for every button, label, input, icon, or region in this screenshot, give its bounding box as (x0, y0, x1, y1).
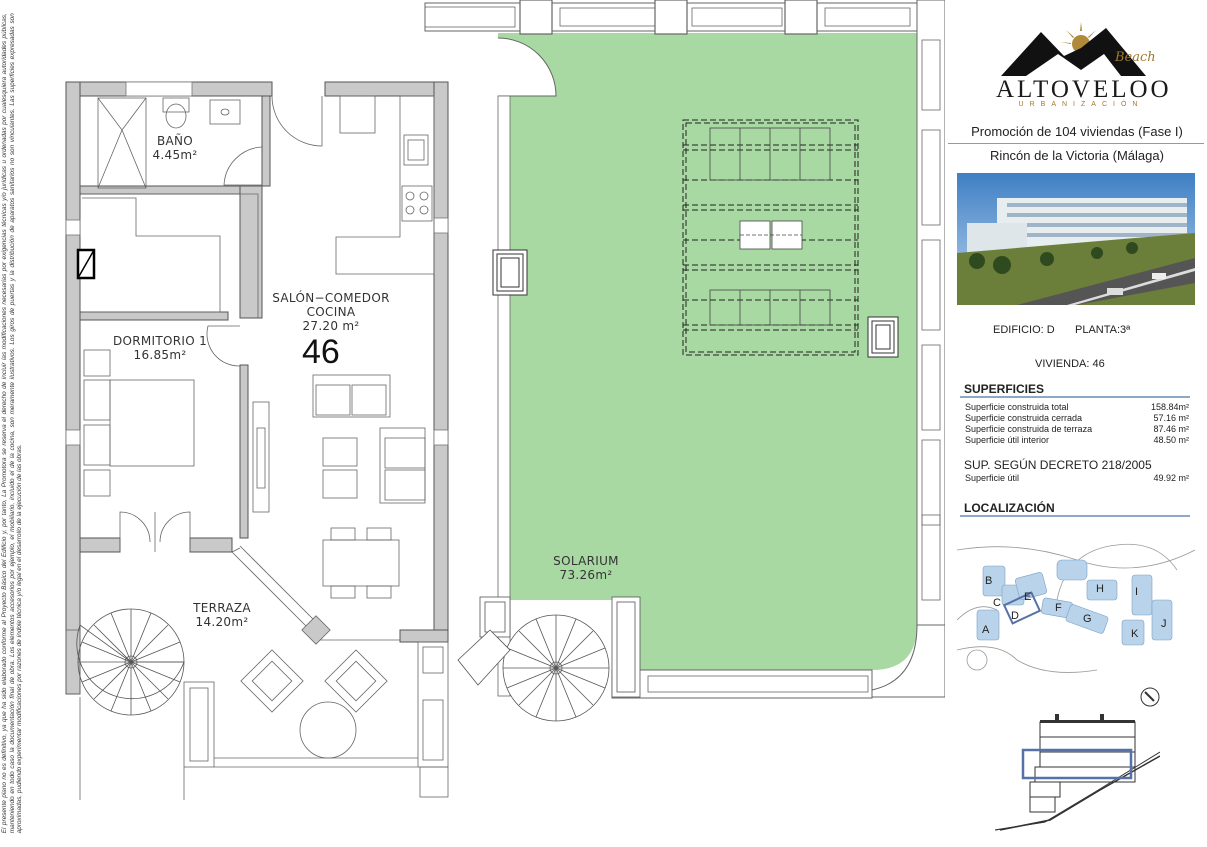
superficie-row: Superficie construida de terraza 87.46 m² (965, 424, 1189, 434)
room-name-bano: BAÑO (156, 134, 194, 148)
superficie-value: 48.50 m² (1153, 435, 1189, 445)
room-area-solarium: 73.26m² (559, 568, 613, 582)
superficies-title: SUPERFICIES (964, 382, 1045, 396)
map-block-label: I (1135, 586, 1139, 598)
superficie-row: Superficie útil interior 48.50 m² (965, 435, 1189, 445)
room-name-terraza: TERRAZA (193, 601, 251, 615)
localizacion-underline (960, 515, 1190, 517)
room-area-bano: 4.45m² (152, 148, 198, 162)
map-block-label: F (1055, 602, 1062, 614)
decreto-value: 49.92 m² (1153, 473, 1189, 483)
location-map: B C D E F G H I J K A (956, 540, 1196, 678)
map-block-label: E (1024, 591, 1032, 603)
map-block-label: H (1096, 583, 1104, 595)
superficie-value: 158.84m² (1150, 402, 1189, 412)
brand-script: Beach (1115, 50, 1156, 65)
brand-name: ALTOVELOO (996, 76, 1172, 103)
superficie-value: 57.16 m² (1153, 413, 1189, 423)
building-photo (957, 173, 1195, 305)
planta-label: PLANTA:3ª (1075, 324, 1131, 336)
floor-plan (65, 0, 945, 800)
superficie-row: Superficie construida cerrada 57.16 m² (965, 413, 1189, 423)
compass-icon (1140, 687, 1160, 707)
superficie-label: Superficie construida cerrada (965, 413, 1083, 423)
superficies-underline (960, 396, 1190, 398)
room-name-solarium: SOLARIUM (553, 554, 619, 568)
decreto-row: Superficie útil 49.92 m² (965, 473, 1189, 483)
superficie-row: Superficie construida total 158.84m² (965, 402, 1189, 412)
section-diagram (994, 712, 1161, 832)
map-block-label: K (1131, 628, 1139, 640)
decreto-label: Superficie útil (965, 473, 1020, 483)
divider (948, 143, 1204, 144)
brand-subtitle: URBANIZACIÓN (1018, 101, 1144, 108)
unit-number: 46 (302, 333, 340, 371)
superficie-label: Superficie útil interior (965, 435, 1050, 445)
map-block-label: G (1083, 613, 1092, 625)
brand-logo (1001, 22, 1146, 76)
decreto-title: SUP. SEGÚN DECRETO 218/2005 (964, 458, 1152, 472)
promotion-line-2: Rincón de la Victoria (Málaga) (990, 148, 1164, 163)
map-block-label: C (993, 597, 1001, 609)
map-block-label: A (982, 624, 990, 636)
room-name-salon: SALÓN−COMEDOR (272, 291, 390, 305)
promotion-line-1: Promoción de 104 viviendas (Fase I) (971, 124, 1183, 139)
superficie-value: 87.46 m² (1153, 424, 1189, 434)
map-block-label: D (1011, 610, 1019, 622)
vivienda-label: VIVIENDA: 46 (1035, 358, 1105, 370)
superficie-label: Superficie construida de terraza (965, 424, 1093, 434)
edificio-label: EDIFICIO: D (993, 324, 1055, 336)
room-area-terraza: 14.20m² (195, 615, 249, 629)
room-area-salon: 27.20 m² (302, 319, 360, 333)
localizacion-title: LOCALIZACIÓN (964, 501, 1055, 515)
superficie-label: Superficie construida total (965, 402, 1069, 412)
room-area-dormitorio: 16.85m² (133, 348, 187, 362)
map-block-label: B (985, 575, 993, 587)
room-name-cocina: COCINA (306, 305, 356, 319)
room-name-dormitorio: DORMITORIO 1 (112, 334, 208, 348)
map-block-label: J (1161, 618, 1167, 630)
